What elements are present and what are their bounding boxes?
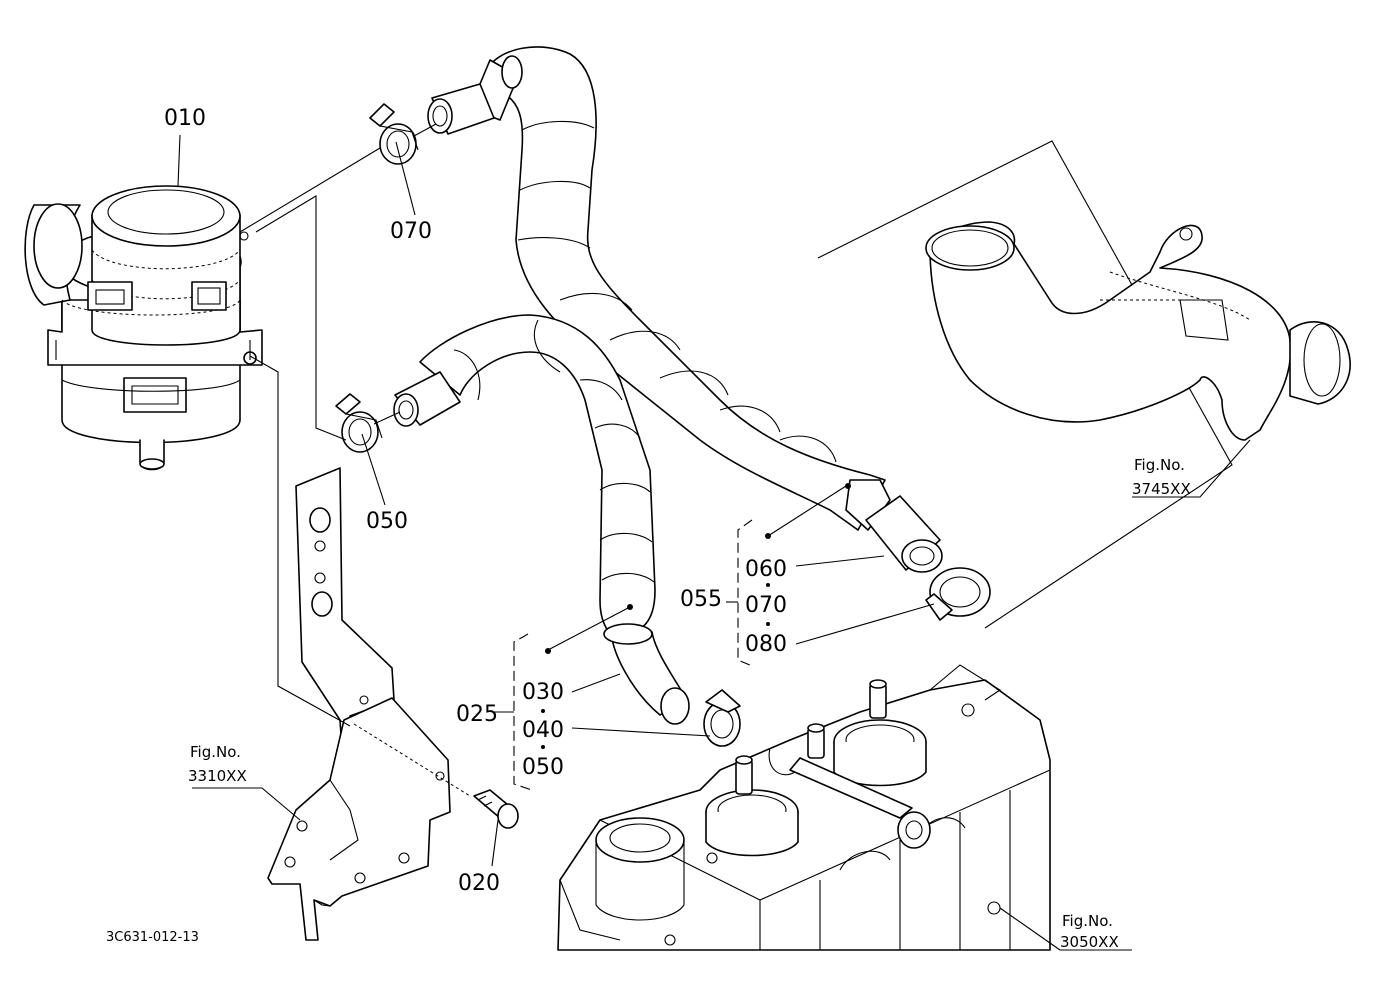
separator-dot-070 [766,583,770,587]
leader-dot-hose-030 [627,604,633,610]
fig-3310-title: Fig.No. [190,743,241,761]
bracket-drawing [267,467,451,941]
label-010: 010 [164,106,206,131]
engine-head-drawing [557,664,1051,951]
label-030: 030 [522,680,564,705]
fig-3050-title: Fig.No. [1062,912,1113,930]
drawing-code: 3C631-012-13 [106,930,199,945]
label-040: 040 [522,718,564,743]
clamp-080-drawing [925,567,991,621]
label-060: 060 [745,557,787,582]
separator-dot-080 [766,622,770,626]
label-055: 055 [680,587,722,612]
leader-lines [177,123,1251,951]
label-070-group: 070 [745,593,787,618]
bolt-020-drawing [473,789,519,829]
clamp-070-top-drawing [369,103,419,165]
fig-3745-number: 3745XX [1132,480,1191,498]
air-cleaner-drawing [24,185,263,471]
upper-hose-drawing [427,46,943,573]
leader-dot-055 [765,533,771,539]
clamp-050-left-drawing [335,393,383,453]
label-050-left: 050 [366,509,408,534]
fig-3745-title: Fig.No. [1134,456,1185,474]
clamp-040-drawing [703,689,741,747]
fig-3050-number: 3050XX [1060,933,1119,951]
label-050-group: 050 [522,755,564,780]
label-080: 080 [745,632,787,657]
label-020: 020 [458,871,500,896]
leader-dot-hose-060 [845,483,851,489]
separator-dot-050 [541,745,545,749]
label-025: 025 [456,702,498,727]
lower-hose-drawing [393,314,690,725]
fig-3310-number: 3310XX [188,767,247,785]
leader-dot-025 [545,648,551,654]
separator-dot-040 [541,709,545,713]
fig-3745-inset-drawing [817,140,1351,629]
label-070-top: 070 [390,219,432,244]
